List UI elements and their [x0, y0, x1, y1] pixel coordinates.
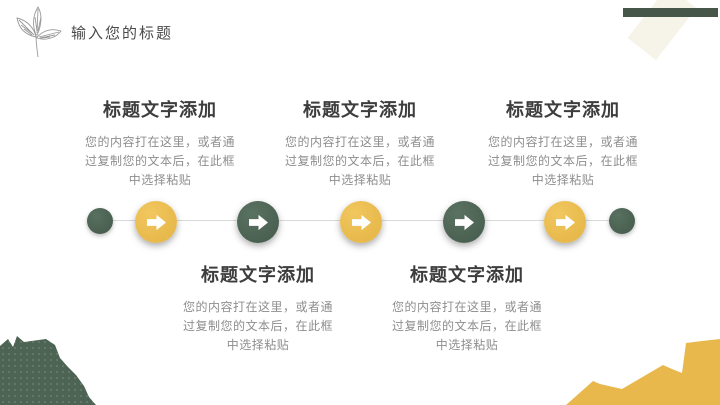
slide-title: 输入您的标题 [71, 25, 174, 42]
arrow-right-icon [555, 213, 576, 232]
block-body: 您的内容打在这里，或者通 过复制您的文本后，在此框 中选择粘贴 [284, 135, 435, 187]
block-body: 您的内容打在这里，或者通 过复制您的文本后，在此框 中选择粘贴 [84, 135, 235, 187]
block-body: 您的内容打在这里，或者通 过复制您的文本后，在此框 中选择粘贴 [487, 135, 638, 187]
timeline-node-2 [237, 201, 279, 243]
text-block-top-2: 标题文字添加 您的内容打在这里，或者通 过复制您的文本后，在此框 中选择粘贴 [270, 96, 450, 190]
block-title: 标题文字添加 [506, 100, 620, 120]
text-block-top-3: 标题文字添加 您的内容打在这里，或者通 过复制您的文本后，在此框 中选择粘贴 [473, 96, 653, 190]
text-block-bottom-2: 标题文字添加 您的内容打在这里，或者通 过复制您的文本后，在此框 中选择粘贴 [377, 261, 557, 355]
block-body: 您的内容打在这里，或者通 过复制您的文本后，在此框 中选择粘贴 [391, 300, 542, 352]
block-title: 标题文字添加 [303, 100, 417, 120]
timeline-node-3 [340, 201, 382, 243]
arrow-right-icon [146, 213, 167, 232]
torn-paper-green-shape [0, 336, 96, 405]
block-body: 您的内容打在这里，或者通 过复制您的文本后，在此框 中选择粘贴 [182, 300, 333, 352]
text-block-bottom-1: 标题文字添加 您的内容打在这里，或者通 过复制您的文本后，在此框 中选择粘贴 [168, 261, 348, 355]
timeline-node-1 [135, 201, 177, 243]
timeline-dot-end [609, 208, 635, 234]
timeline-node-5 [544, 201, 586, 243]
arrow-right-icon [454, 213, 475, 232]
torn-paper-yellow-shape [566, 339, 720, 405]
timeline-node-4 [443, 201, 485, 243]
text-block-top-1: 标题文字添加 您的内容打在这里，或者通 过复制您的文本后，在此框 中选择粘贴 [70, 96, 250, 190]
block-title: 标题文字添加 [103, 100, 217, 120]
timeline-dot-start [87, 208, 113, 234]
green-bar-shape [623, 8, 718, 17]
block-title: 标题文字添加 [410, 265, 524, 285]
arrow-right-icon [351, 213, 372, 232]
slide-header: 输入您的标题 [13, 4, 173, 60]
arrow-right-icon [248, 213, 269, 232]
leaf-sketch-icon [13, 5, 63, 59]
block-title: 标题文字添加 [201, 265, 315, 285]
